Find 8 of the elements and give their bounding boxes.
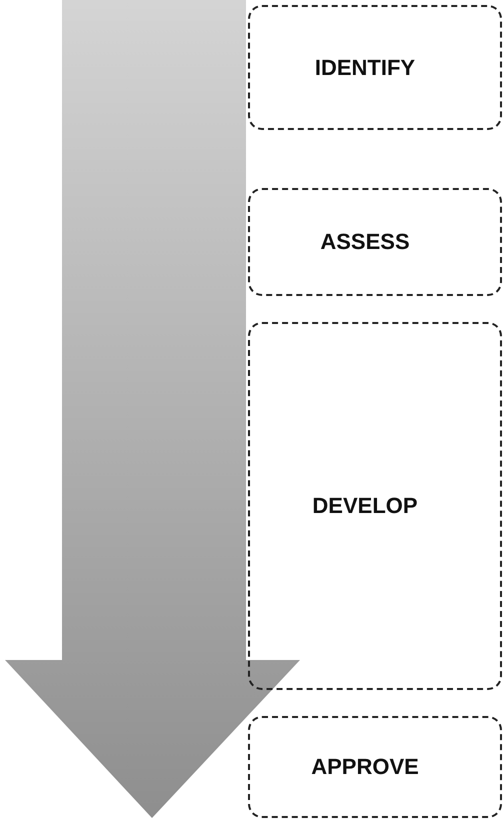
dashed-box (248, 716, 502, 818)
stage-label: IDENTIFY (314, 54, 416, 80)
dashed-box (248, 188, 502, 296)
stage-label: DEVELOP (312, 493, 418, 519)
dashed-box (248, 322, 502, 690)
stage-label: APPROVE (311, 754, 419, 780)
dashed-box (248, 5, 502, 130)
stage-label: ASSESS (320, 229, 410, 255)
